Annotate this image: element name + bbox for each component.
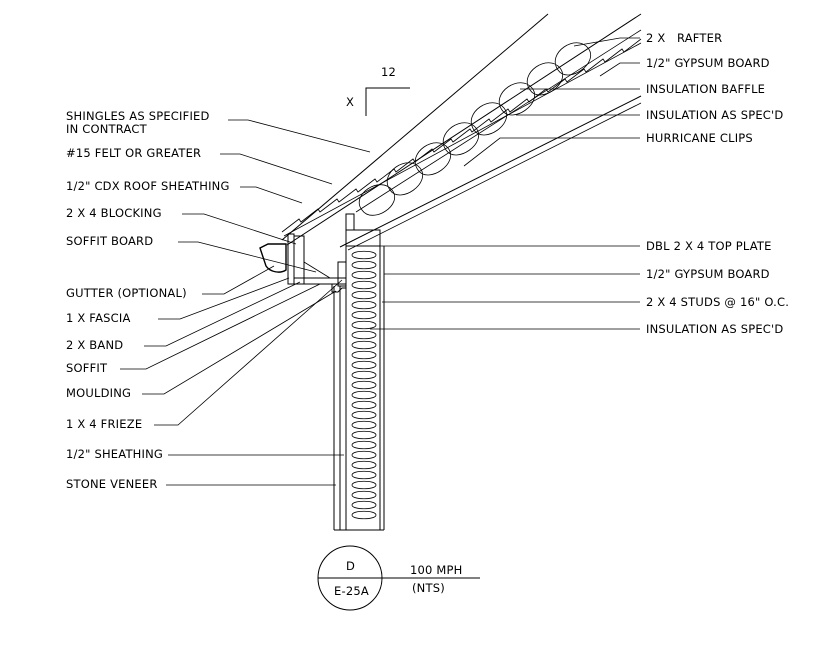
label-soffit-board: SOFFIT BOARD	[66, 234, 153, 248]
detail-marker: D E-25A 100 MPH (NTS)	[317, 545, 480, 611]
label-insulation-wall: INSULATION AS SPEC'D	[646, 322, 783, 336]
label-insulation-roof: INSULATION AS SPEC'D	[646, 108, 783, 122]
eave-assembly	[259, 213, 381, 293]
label-stone-veneer: STONE VENEER	[66, 477, 158, 491]
wall-insulation	[351, 250, 377, 520]
detail-title: 100 MPH	[410, 563, 463, 577]
label-soffit: SOFFIT	[66, 361, 108, 375]
label-insulation-baffle: INSULATION BAFFLE	[646, 82, 765, 96]
pitch-run-label: 12	[381, 65, 396, 79]
label-shingles-line2: IN CONTRACT	[66, 122, 148, 136]
label-gypsum-wall: 1/2" GYPSUM BOARD	[646, 267, 770, 281]
band	[293, 235, 305, 285]
felt-line	[283, 42, 642, 237]
detail-scale: (NTS)	[412, 581, 445, 595]
label-wall-sheathing: 1/2" SHEATHING	[66, 447, 163, 461]
right-labels: 2 X RAFTER 1/2" GYPSUM BOARD INSULATION …	[370, 31, 789, 336]
label-fascia: 1 X FASCIA	[66, 311, 131, 325]
label-rafter: 2 X RAFTER	[646, 31, 722, 45]
top-plate	[345, 229, 381, 247]
detail-letter: D	[346, 559, 355, 573]
ceiling-gypsum	[347, 102, 642, 251]
label-top-plate: DBL 2 X 4 TOP PLATE	[646, 239, 772, 253]
roof-sheathing-top	[281, 13, 549, 241]
label-shingles-line1: SHINGLES AS SPECIFIED	[66, 109, 210, 123]
label-blocking: 2 X 4 BLOCKING	[66, 206, 162, 220]
rafter-bottom	[339, 95, 642, 248]
left-labels: SHINGLES AS SPECIFIED IN CONTRACT #15 FE…	[66, 109, 371, 491]
label-gypsum-roof: 1/2" GYPSUM BOARD	[646, 56, 770, 70]
label-roof-sheathing: 1/2" CDX ROOF SHEATHING	[66, 179, 230, 193]
label-gutter: GUTTER (OPTIONAL)	[66, 286, 187, 300]
label-hurricane-clips: HURRICANE CLIPS	[646, 131, 753, 145]
label-studs: 2 X 4 STUDS @ 16" O.C.	[646, 295, 789, 309]
label-felt: #15 FELT OR GREATER	[66, 146, 201, 160]
detail-sheet: E-25A	[334, 584, 369, 598]
pitch-rise-label: X	[346, 95, 354, 109]
pitch-symbol: 12 X	[346, 65, 410, 116]
insulation-baffle-line	[355, 29, 642, 213]
gutter	[259, 243, 287, 273]
rafter-heel	[345, 213, 355, 231]
roof-insulation	[359, 42, 591, 216]
label-moulding: MOULDING	[66, 386, 131, 400]
blocking-diag	[303, 261, 331, 279]
shingles-surface	[281, 38, 642, 233]
roof-assembly	[281, 13, 642, 251]
roof-sheathing-bottom	[286, 13, 642, 246]
label-band: 2 X BAND	[66, 338, 123, 352]
wall-assembly	[333, 246, 385, 531]
wall-insulation-loops	[351, 250, 377, 520]
label-frieze: 1 X 4 FRIEZE	[66, 417, 142, 431]
